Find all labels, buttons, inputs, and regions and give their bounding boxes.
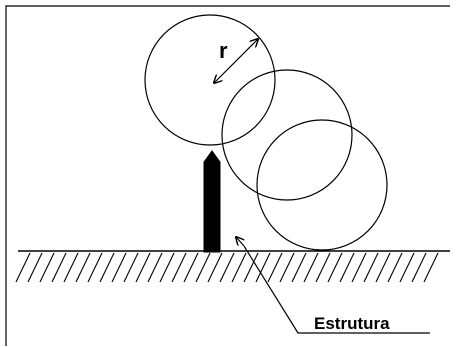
hatch-line [327,252,343,283]
sphere-middle [221,69,353,201]
hatch-line [375,252,391,283]
structure-indicator-arrow [236,237,244,247]
sphere-top [144,14,276,146]
frame-border [5,5,450,346]
ground-hatching [15,252,439,283]
hatch-line [195,252,211,283]
hatch-line [267,252,283,283]
hatch-line [363,252,379,283]
hatch-line [315,252,331,283]
hatch-line [75,252,91,283]
hatch-line [159,252,175,283]
hatch-line [279,252,295,283]
hatch-line [351,252,367,283]
hatch-line [135,252,151,283]
hatch-line [339,252,355,283]
hatch-line [147,252,163,283]
hatch-line [243,252,259,283]
hatch-line [423,252,439,283]
hatch-line [99,252,115,283]
hatch-line [219,252,235,283]
hatch-line [123,252,139,283]
hatch-line [39,252,55,283]
hatch-line [51,252,67,283]
hatch-line [111,252,127,283]
hatch-line [87,252,103,283]
radius-label: r [219,38,228,63]
hatch-line [291,252,307,283]
hatch-line [27,252,43,283]
hatch-line [303,252,319,283]
structure-mast [203,150,221,253]
radius-arrow [214,39,258,83]
hatch-line [411,252,427,283]
structure-label: Estrutura [314,314,390,333]
structure-leader-line [243,245,430,334]
hatch-line [231,252,247,283]
hatch-line [255,252,271,283]
hatch-line [207,252,223,283]
hatch-line [15,252,31,283]
hatch-line [171,252,187,283]
hatch-line [399,252,415,283]
sphere-bottom [256,119,388,251]
hatch-line [183,252,199,283]
hatch-line [63,252,79,283]
hatch-line [387,252,403,283]
